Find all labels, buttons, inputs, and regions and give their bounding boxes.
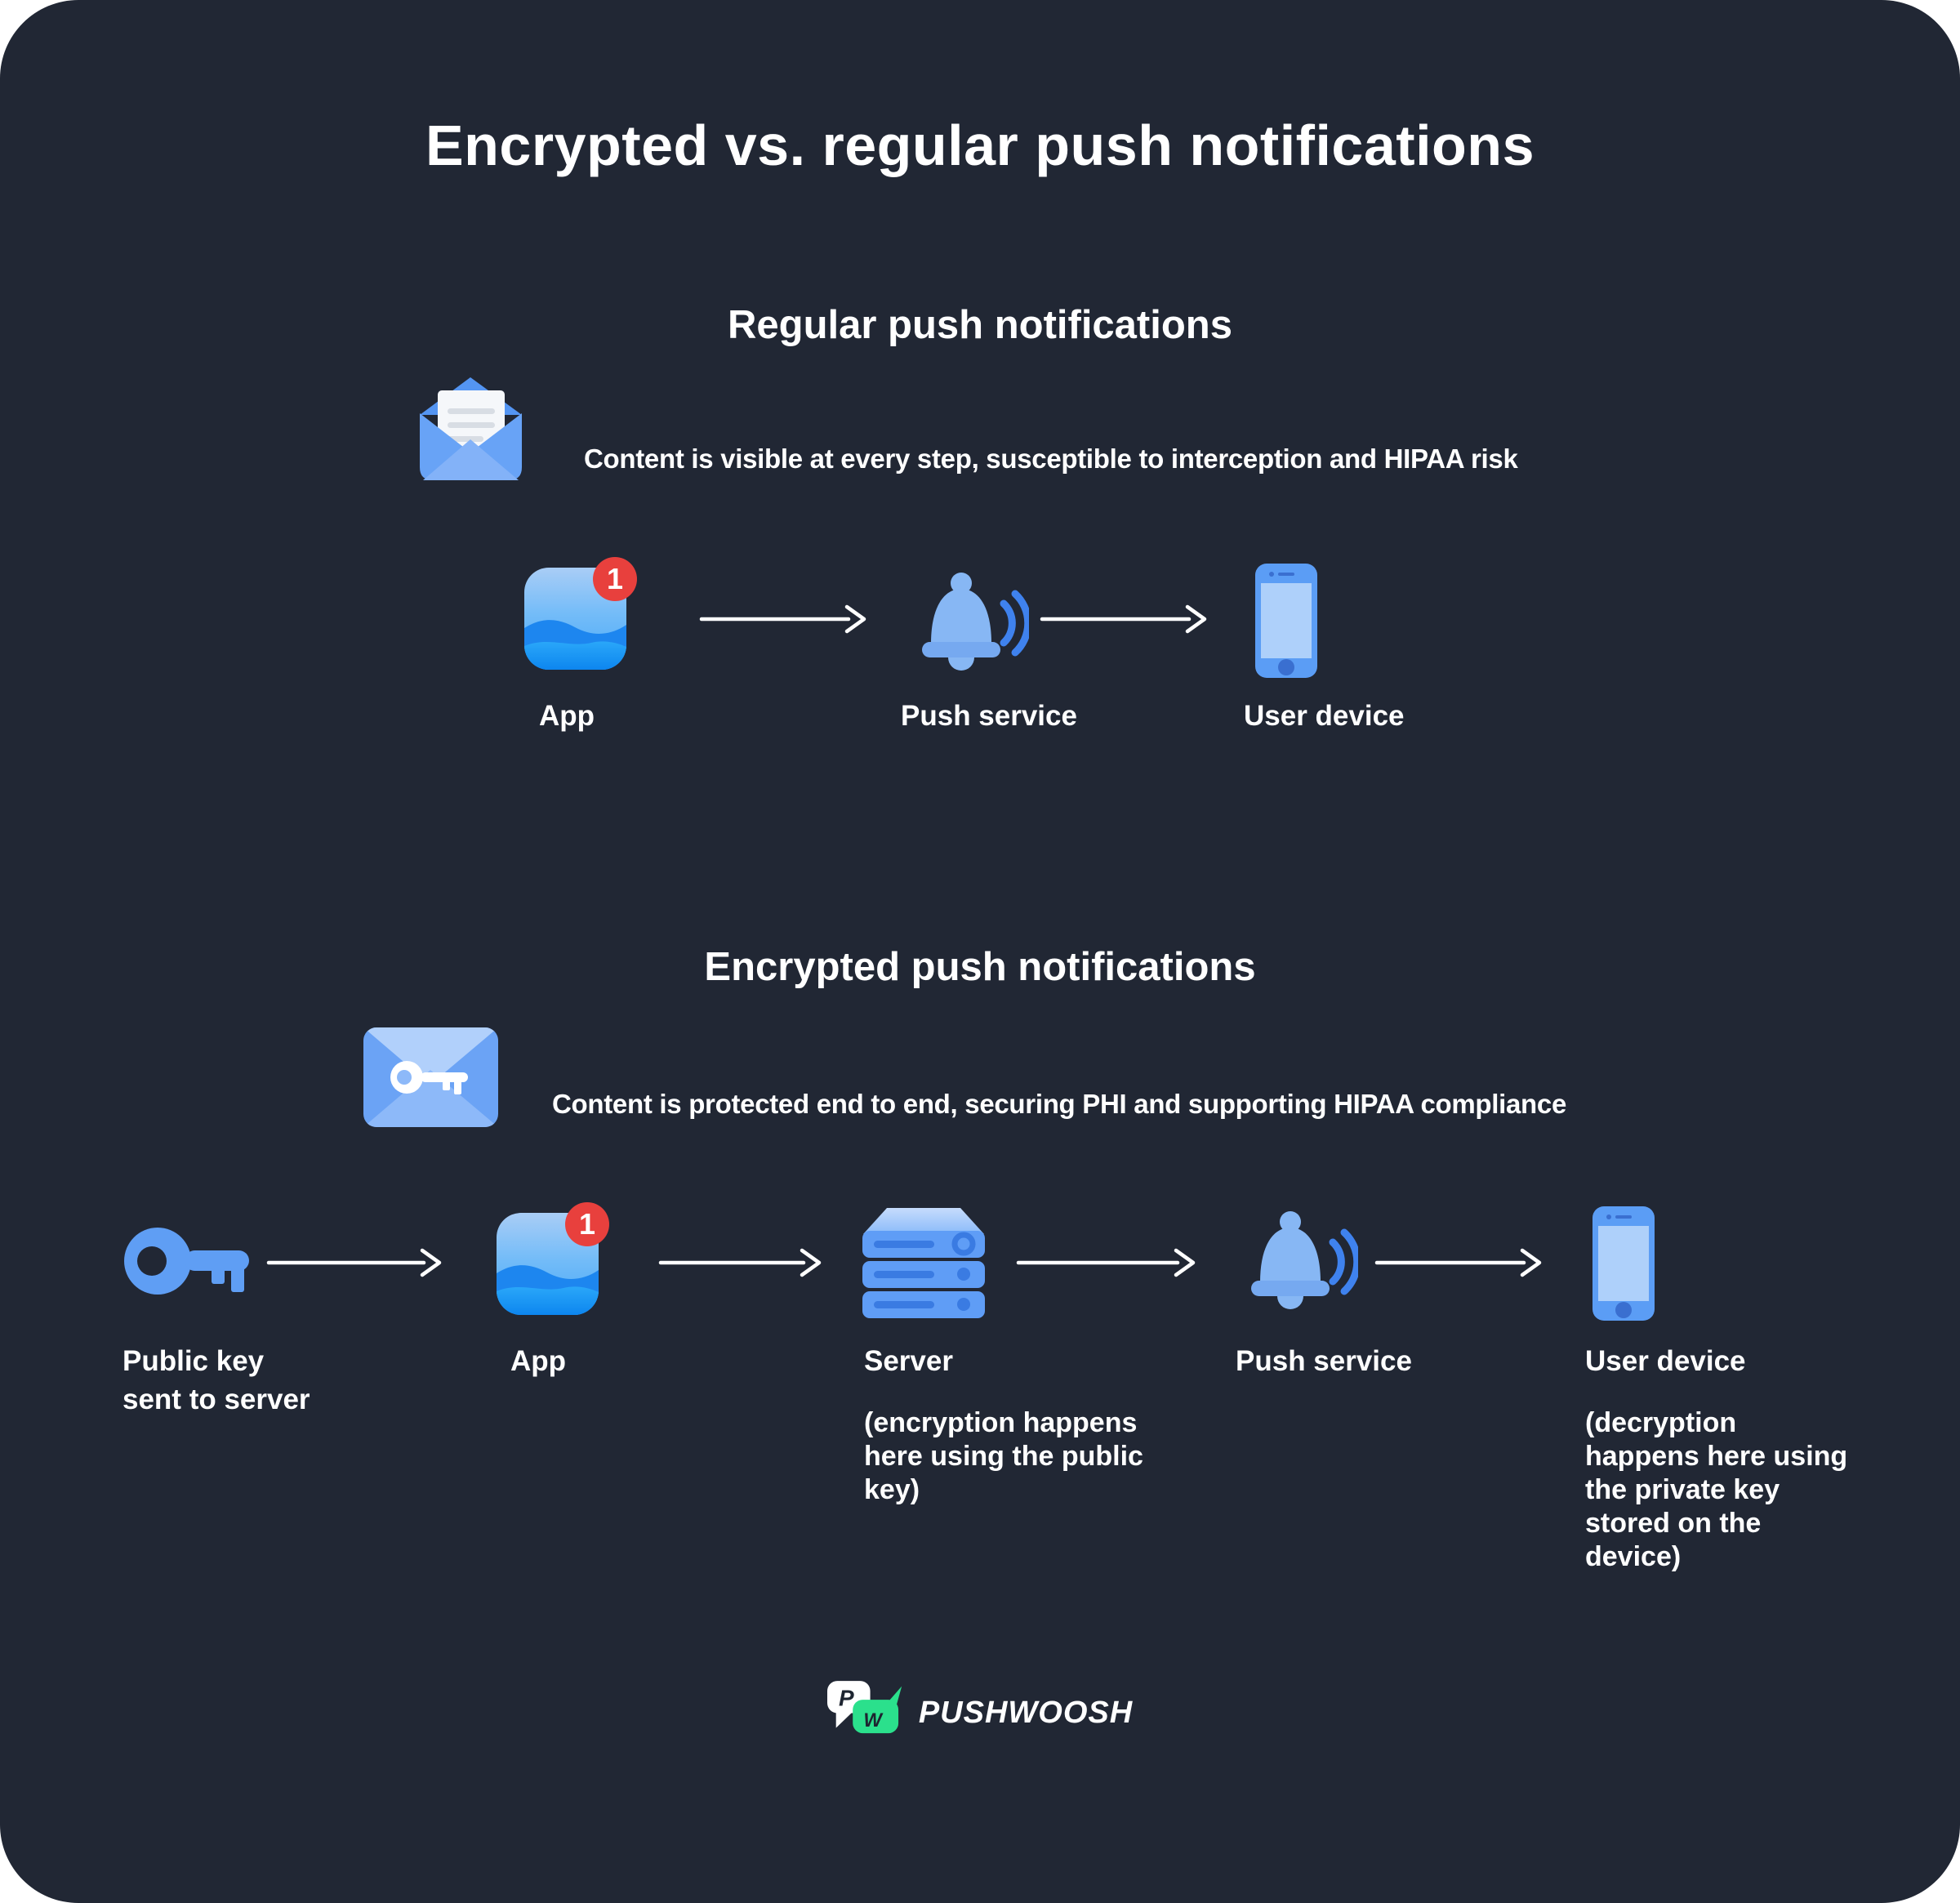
brand-name: PUSHWOOSH [918, 1696, 1134, 1730]
step-label-push-service: Push service [901, 700, 1077, 732]
footer: P W PUSHWOOSH [0, 1681, 1960, 1745]
logo-letter-w: W [863, 1709, 884, 1731]
smartphone-icon [1255, 564, 1317, 682]
server-icon [862, 1206, 985, 1323]
step-label-public-key: Public key sent to server [122, 1345, 310, 1415]
app-icon-body [524, 568, 626, 670]
regular-section-description: Content is visible at every step, suscep… [584, 443, 1518, 474]
bell-icon [915, 564, 1032, 682]
step-label-push-service: Push service [1236, 1345, 1412, 1377]
step-label-server: Server [864, 1345, 953, 1377]
flow-arrow-icon [1016, 1248, 1196, 1277]
flow-arrow-icon [1374, 1248, 1542, 1277]
regular-section-heading: Regular push notifications [728, 303, 1232, 347]
app-icon: 1 [524, 557, 637, 670]
app-icon-body [497, 1213, 599, 1315]
pushwoosh-logo-icon: P W [826, 1681, 902, 1734]
notification-badge: 1 [593, 557, 637, 601]
step-label-app: App [510, 1345, 567, 1377]
step-label-user-device: User device [1585, 1345, 1746, 1377]
logo-letter-p: P [839, 1685, 854, 1710]
envelope-with-key-icon [363, 1027, 498, 1131]
flow-arrow-icon [658, 1248, 822, 1277]
flow-arrow-icon [699, 604, 866, 634]
encrypted-section-description: Content is protected end to end, securin… [552, 1089, 1567, 1119]
decryption-note: (decryption happens here using the priva… [1585, 1407, 1848, 1572]
open-envelope-icon [415, 366, 527, 484]
notification-badge: 1 [565, 1202, 609, 1246]
step-label-user-device: User device [1244, 700, 1405, 732]
page-title: Encrypted vs. regular push notifications [425, 114, 1535, 177]
bell-icon [1244, 1202, 1361, 1321]
app-icon: 1 [497, 1202, 609, 1315]
encryption-note: (encryption happens here using the publi… [864, 1407, 1143, 1505]
key-icon [122, 1226, 249, 1300]
flow-arrow-icon [1040, 604, 1207, 634]
flow-arrow-icon [266, 1248, 442, 1277]
encrypted-section-heading: Encrypted push notifications [704, 945, 1256, 989]
step-label-app: App [539, 700, 595, 732]
smartphone-icon [1592, 1206, 1655, 1325]
